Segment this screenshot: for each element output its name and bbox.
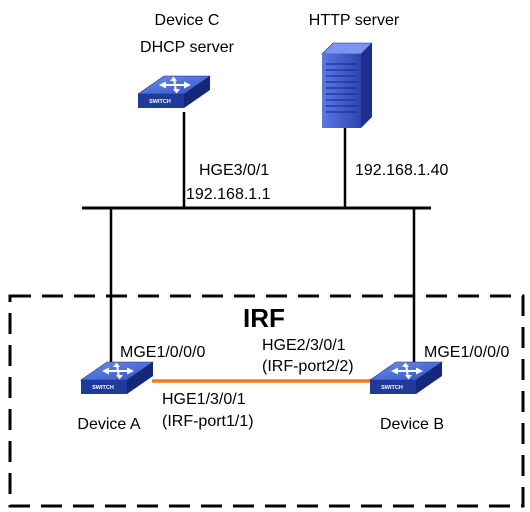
device-b-badge: SWITCH xyxy=(381,385,403,391)
device-c-ip-label: 192.168.1.1 xyxy=(186,186,271,203)
irf-boundary xyxy=(8,294,525,508)
device-a-badge: SWITCH xyxy=(92,385,114,391)
irf-label: IRF xyxy=(243,303,285,333)
device-c-switch-icon[interactable]: SWITCH xyxy=(137,75,211,109)
device-b-name: Device B xyxy=(380,416,444,433)
device-c-badge: SWITCH xyxy=(149,99,171,105)
device-c-name: Device C xyxy=(155,12,220,29)
device-a-mgmt-label: MGE1/0/0/0 xyxy=(120,344,205,361)
device-b-irf-port-name: (IRF-port2/2) xyxy=(262,358,354,375)
device-b-mgmt-label: MGE1/0/0/0 xyxy=(424,344,509,361)
device-b-switch-icon[interactable]: SWITCH xyxy=(369,361,443,395)
device-a-switch-icon[interactable]: SWITCH xyxy=(80,361,154,395)
device-c-role: DHCP server xyxy=(140,39,235,56)
device-a-name: Device A xyxy=(77,416,140,433)
http-server-ip-label: 192.168.1.40 xyxy=(355,162,449,179)
device-c-port-label: HGE3/0/1 xyxy=(199,162,269,179)
device-a-irf-port-label: HGE1/3/0/1 xyxy=(162,391,246,408)
device-b-irf-port-label: HGE2/3/0/1 xyxy=(262,337,346,354)
http-server-icon[interactable] xyxy=(321,42,373,128)
device-a-irf-port-name: (IRF-port1/1) xyxy=(162,413,254,430)
http-server-name: HTTP server xyxy=(309,12,400,29)
